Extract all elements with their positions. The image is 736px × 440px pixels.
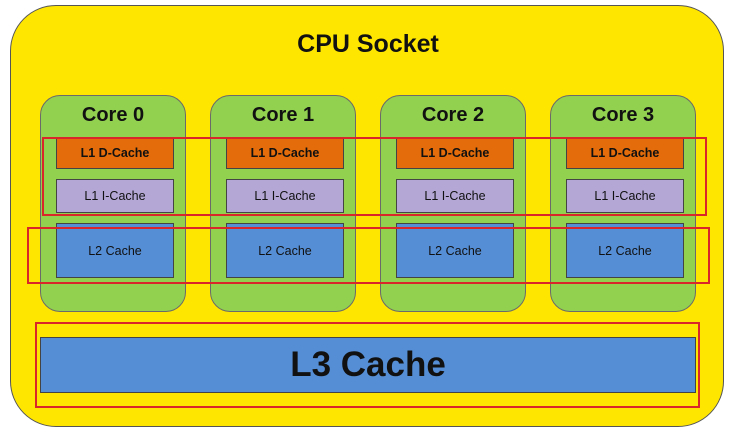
l1-i-cache: L1 I-Cache [56, 179, 174, 213]
l1-d-cache: L1 D-Cache [396, 137, 514, 169]
l2-highlight-frame [27, 227, 710, 284]
core-label: Core 3 [591, 104, 655, 126]
l1-i-cache: L1 I-Cache [566, 179, 684, 213]
l2-cache: L2 Cache [396, 223, 514, 278]
l1-i-cache: L1 I-Cache [226, 179, 344, 213]
l3-cache: L3 Cache [40, 337, 696, 393]
core-0: Core 0 L1 D-Cache L1 I-Cache L2 Cache [40, 95, 186, 312]
l2-cache: L2 Cache [226, 223, 344, 278]
core-1: Core 1 L1 D-Cache L1 I-Cache L2 Cache [210, 95, 356, 312]
l3-highlight-frame [35, 322, 700, 408]
core-label: Core 1 [251, 104, 315, 126]
socket-title: CPU Socket [297, 30, 439, 58]
l1-i-cache: L1 I-Cache [396, 179, 514, 213]
core-3: Core 3 L1 D-Cache L1 I-Cache L2 Cache [550, 95, 696, 312]
l1-d-cache: L1 D-Cache [566, 137, 684, 169]
l1-d-cache: L1 D-Cache [226, 137, 344, 169]
l1-highlight-frame [42, 137, 707, 216]
core-label: Core 2 [421, 104, 485, 126]
l2-cache: L2 Cache [566, 223, 684, 278]
core-2: Core 2 L1 D-Cache L1 I-Cache L2 Cache [380, 95, 526, 312]
l2-cache: L2 Cache [56, 223, 174, 278]
core-label: Core 0 [81, 104, 145, 126]
